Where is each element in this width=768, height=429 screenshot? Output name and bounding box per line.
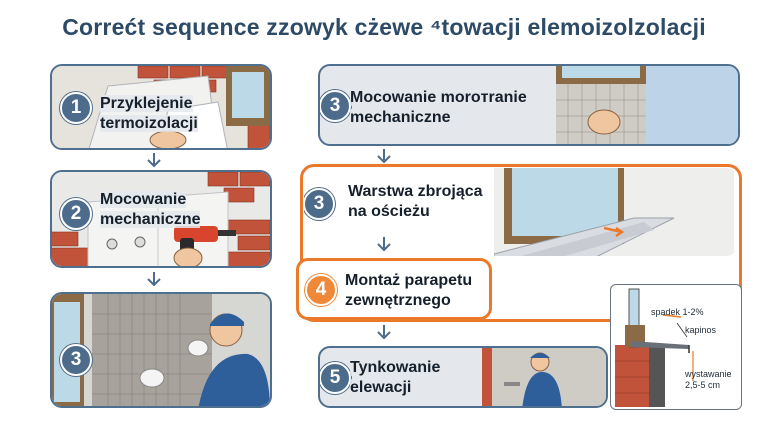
down-arrow-icon [147, 153, 161, 168]
step-number-badge: 3 [60, 344, 92, 376]
step-number-badge: 4 [305, 274, 337, 306]
step-label-text: Tynkowanie elewacji [350, 359, 441, 396]
step-label: Mocowanie moroтranie mechaniczne [350, 88, 527, 128]
overhang-annotation: wystawanie 2,5-5 cm [685, 369, 732, 390]
step-label: Przyklejenie termoizolacji [100, 94, 198, 134]
highlight-frame [300, 164, 742, 322]
step-number-badge: 2 [60, 198, 92, 230]
anchoring-illustration [556, 66, 738, 144]
step-number-badge: 3 [320, 90, 351, 122]
drip-edge-annotation: kapinos [685, 325, 717, 335]
step-number-badge: 3 [304, 188, 335, 220]
slope-annotation: spadek 1-2% [651, 307, 704, 317]
step-label: Tynkowanie elewacji [350, 358, 441, 398]
step-card-3-anchoring: 3 Mocowanie moroтranie mechaniczne [318, 64, 740, 146]
step-card-3-left: 3 [50, 292, 272, 408]
step-label: Mocowanie mechaniczne [100, 190, 201, 230]
step-card-1: 1 Przyklejenie termoizolacji [50, 64, 272, 150]
step-label-text: Mocowanie moroтranie mechaniczne [350, 89, 527, 126]
page-title: Correćt sequence zzowyk cżewe ⁴towacji e… [62, 14, 706, 40]
step-label: Montaż parapetu zewnętrznego [345, 271, 472, 311]
down-arrow-icon [377, 149, 391, 164]
sill-cross-section-diagram [615, 288, 694, 407]
step-card-3-reinforcement: 3 Warstwa zbrojąca na ościeżu [304, 168, 738, 256]
step-label-text: Montaż parapetu zewnętrznego [345, 272, 473, 309]
step-label-text: Warstwa zbrojąca na ościeżu [348, 183, 483, 220]
step-card-5: 5 Tynkowanie elewacji [318, 346, 608, 408]
down-arrow-icon [377, 237, 391, 252]
step-card-2: 2 Mocowanie mechaniczne [50, 170, 272, 268]
step-label-text: Przyklejenie termoizolacji [100, 95, 198, 132]
step-label-text: Mocowanie mechaniczne [100, 191, 201, 228]
step-number-badge: 5 [320, 362, 351, 394]
down-arrow-icon [147, 272, 161, 287]
step-number-badge: 1 [60, 92, 92, 124]
window-sill-illustration [494, 168, 734, 256]
sill-detail-inset: spadek 1-2% kapinos wystawanie 2,5-5 cm [610, 284, 742, 410]
down-arrow-icon [377, 325, 391, 340]
plastering-illustration [482, 348, 606, 406]
step-card-4-sill: 4 Montaż parapetu zewnętrznego [296, 258, 492, 320]
step-label: Warstwa zbrojąca na ościeżu [348, 182, 483, 222]
